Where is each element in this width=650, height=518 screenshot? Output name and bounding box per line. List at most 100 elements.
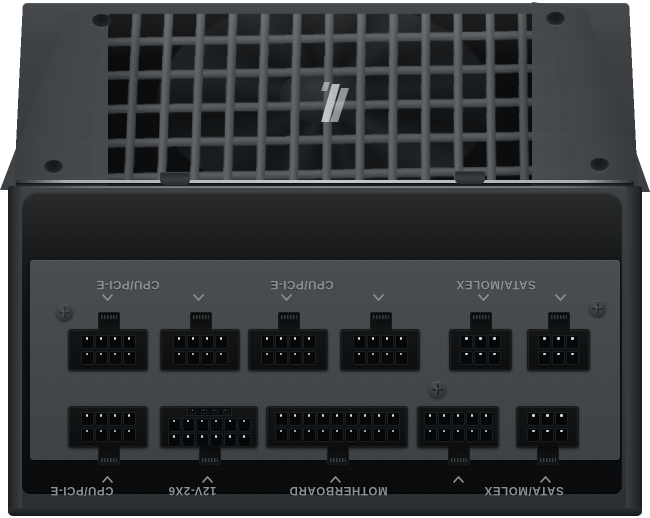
pin [195,433,209,448]
pin [214,350,228,365]
pin [488,335,501,350]
pin [122,427,136,442]
pin [195,417,209,432]
pin [80,412,94,427]
sense-pin [211,408,218,414]
pin [214,335,228,350]
pin [288,427,302,442]
label-sata-molex-top: SATA/MOLEX [456,278,536,290]
pin [260,350,274,365]
pin [380,335,394,350]
pin [380,350,394,365]
retention-notch-11 [537,446,559,465]
sense-pin [222,408,229,414]
pin [316,427,330,442]
label-sata-molex-bottom: SATA/MOLEX [484,484,564,496]
connector-cpu-pcie-5[interactable] [68,406,148,465]
pin [302,350,316,365]
pin [552,335,565,350]
pin [451,427,465,442]
chevron-down-icon-4 [373,294,384,301]
label-cpu-pcie-top-2: CPU/PCI-E [270,278,334,290]
connector-motherboard-2[interactable] [417,406,499,465]
pin [352,335,366,350]
pin [423,427,437,442]
connector-cpu-pcie-1[interactable] [68,312,148,371]
psu-top-panel [0,0,650,196]
pin [80,335,94,350]
pin [538,335,551,350]
pin [372,412,386,427]
pin [555,427,568,442]
pin [386,412,400,427]
connector-12v-2x6[interactable] [160,406,258,465]
connector-sata-molex-3[interactable] [516,406,579,465]
retention-notch-5 [470,312,492,331]
connector-sata-molex-2[interactable] [527,312,590,371]
retention-notch-2 [190,312,212,331]
pin [122,335,136,350]
pin [552,350,565,365]
pin [274,412,288,427]
connector-cpu-pcie-2[interactable] [160,312,240,371]
connector-motherboard-1[interactable] [266,406,408,465]
pin [316,412,330,427]
pin [274,350,288,365]
faceplate-screw-right [589,300,606,317]
pin [394,335,408,350]
pin [181,433,195,448]
pin [460,335,473,350]
pin [223,433,237,448]
pin [330,412,344,427]
pin [474,335,487,350]
pin [541,427,554,442]
connector-cpu-pcie-3[interactable] [248,312,328,371]
pin [352,350,366,365]
pin [465,412,479,427]
sense-pin [189,408,196,414]
pin [386,427,400,442]
label-cpu-pcie-top-1: CPU/PCI-E [96,278,160,290]
connector-sata-molex-1[interactable] [449,312,512,371]
pin [566,335,579,350]
retention-notch-9 [327,446,349,465]
pin [479,412,493,427]
chevron-down-icon-5 [478,294,489,301]
top-screw-hole-top-right [546,12,565,25]
psu-front-panel: CPU/PCI-E CPU/PCI-E SATA/MOLEX [8,186,642,516]
top-screw-hole-top-left [92,14,111,27]
pin [237,417,251,432]
front-panel-right-edge [626,186,642,516]
chassis-seam-highlight [16,180,634,183]
front-lip-tab-left [160,172,190,185]
pin [172,335,186,350]
pin [200,350,214,365]
retention-notch-3 [278,312,300,331]
retention-notch-7 [98,446,120,465]
pin [538,350,551,365]
pin [288,412,302,427]
retention-notch-4 [370,312,392,331]
chevron-up-icon-5 [540,476,551,483]
faceplate-screw-left [56,304,73,321]
pin [186,350,200,365]
pin [344,412,358,427]
retention-notch-10 [448,446,470,465]
pin [302,335,316,350]
top-screw-hole-bottom-right [590,158,609,171]
pin [172,350,186,365]
pin [108,350,122,365]
pin [344,427,358,442]
pin [451,412,465,427]
pin [437,427,451,442]
pin [527,427,540,442]
pin [358,427,372,442]
front-panel-left-edge [8,186,22,516]
connector-cpu-pcie-4[interactable] [340,312,420,371]
pin [237,433,251,448]
pin [186,335,200,350]
pin [288,335,302,350]
pin [122,412,136,427]
label-cpu-pcie-bottom: CPU/PCI-E [50,484,114,496]
